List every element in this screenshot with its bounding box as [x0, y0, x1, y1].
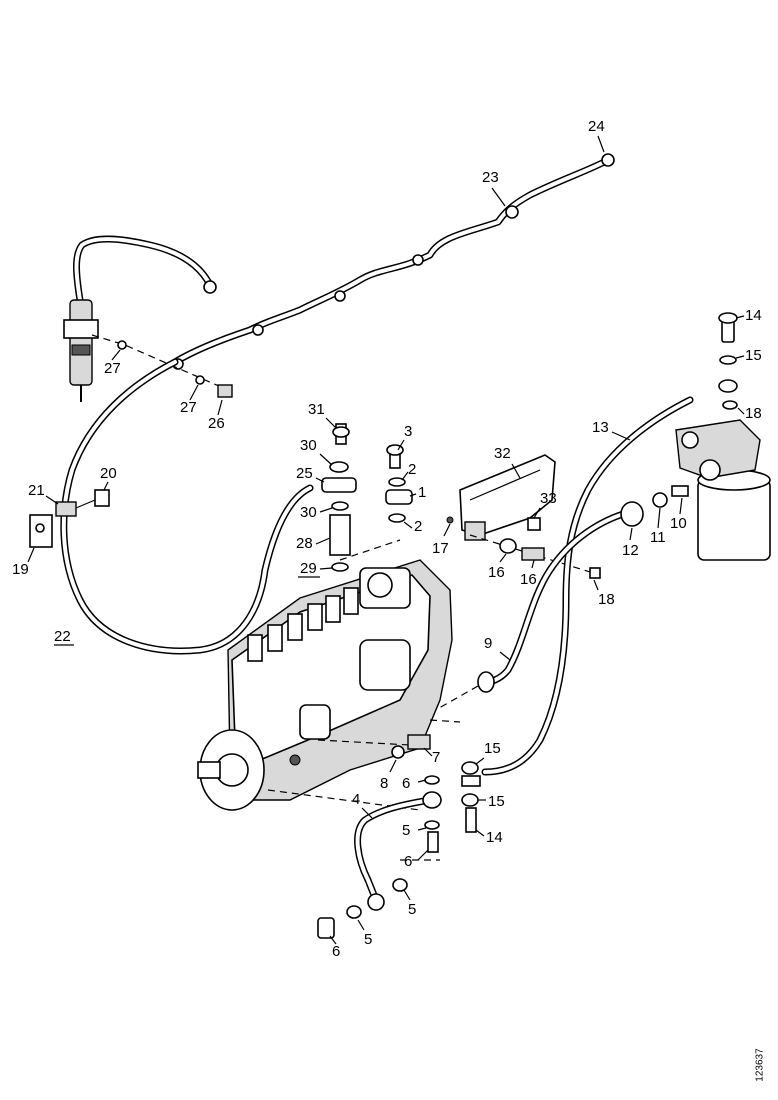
callout-15-lower: 15: [488, 793, 505, 810]
callout-9: 9: [484, 635, 492, 652]
callout-27-b: 27: [180, 399, 197, 416]
callout-16-b: 16: [520, 571, 537, 588]
callout-8: 8: [380, 775, 388, 792]
callout-26: 26: [208, 415, 225, 432]
callout-1: 1: [418, 484, 426, 501]
callout-17: 17: [432, 540, 449, 557]
callout-5-top: 5: [402, 822, 410, 839]
callout-29: 29: [300, 560, 317, 577]
reference-code-text: 123637: [754, 1048, 766, 1082]
callout-15-upper: 15: [484, 740, 501, 757]
callout-2-b: 2: [414, 518, 422, 535]
callout-28: 28: [296, 535, 313, 552]
fuel-filter: [675, 312, 771, 561]
callout-14: 14: [486, 829, 503, 846]
fuel-line-4: [354, 791, 442, 911]
callout-2: 2: [408, 461, 416, 478]
callout-5-mid: 5: [408, 901, 416, 918]
callout-32: 32: [494, 445, 511, 462]
banjo-stack: [321, 423, 357, 572]
injector-return-branch: [73, 235, 217, 304]
fuel-line-9: [431, 508, 634, 713]
callout-7: 7: [432, 749, 440, 766]
callout-22: 22: [54, 628, 71, 645]
filter-inlet-fittings: [620, 485, 689, 527]
callout-20: 20: [100, 465, 117, 482]
callout-18-top: 18: [745, 405, 762, 422]
callout-30: 30: [300, 437, 317, 454]
banjo-fittings-right: [461, 761, 481, 833]
callout-labels: 24 23 27 27 26 14 15 13 18 31 30 3 2 25 …: [12, 118, 762, 960]
callout-19: 19: [12, 561, 29, 578]
callout-14-top: 14: [745, 307, 762, 324]
injection-pump: [197, 559, 453, 811]
fuel-line-22: [60, 358, 314, 655]
callout-12: 12: [622, 542, 639, 559]
callout-31: 31: [308, 401, 325, 418]
line-bracket: [29, 489, 110, 548]
callout-5-low: 5: [364, 931, 372, 948]
callout-18: 18: [598, 591, 615, 608]
callout-33: 33: [540, 490, 557, 507]
callout-6-mid: 6: [404, 853, 412, 870]
fuel-line-13: [481, 396, 694, 776]
callout-15-top: 15: [745, 347, 762, 364]
callout-30-b: 30: [300, 504, 317, 521]
drawing-reference-code: 123637: [748, 1040, 772, 1090]
banjo-fittings-lower: [317, 734, 440, 939]
callout-21: 21: [28, 482, 45, 499]
callout-4: 4: [352, 791, 360, 808]
banjo-stack-right: [385, 444, 413, 523]
injector: [63, 299, 99, 402]
callout-16: 16: [488, 564, 505, 581]
callout-11: 11: [650, 529, 666, 546]
callout-3: 3: [404, 423, 412, 440]
filter-bracket: [446, 454, 556, 541]
callout-13: 13: [592, 419, 609, 436]
callout-24: 24: [588, 118, 605, 135]
leak-off-return-line: [171, 153, 615, 370]
callout-10: 10: [670, 515, 687, 532]
callout-23: 23: [482, 169, 499, 186]
callout-6-top: 6: [402, 775, 410, 792]
callout-25: 25: [296, 465, 313, 482]
callout-6-low: 6: [332, 943, 340, 960]
callout-27: 27: [104, 360, 121, 377]
